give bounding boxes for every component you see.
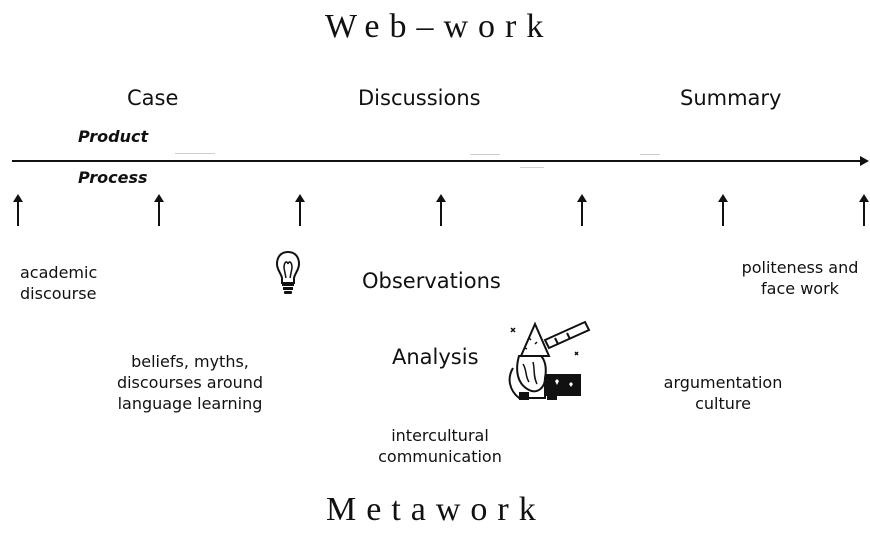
phase-discussions: Discussions — [358, 86, 481, 110]
label-product: Product — [78, 127, 149, 146]
up-arrow-icon — [293, 193, 307, 227]
topic-academic-discourse: academic discourse — [20, 262, 97, 304]
topic-line: intercultural — [391, 426, 489, 445]
topic-line: face work — [761, 279, 839, 298]
title-metawork: Metawork — [326, 491, 546, 528]
up-arrow-icon — [434, 193, 448, 227]
up-arrow-icon — [152, 193, 166, 227]
label-process: Process — [78, 168, 148, 187]
topic-line: culture — [695, 394, 751, 413]
phase-case: Case — [127, 86, 179, 110]
topic-intercultural: intercultural communication — [360, 425, 520, 467]
topic-analysis: Analysis — [392, 345, 479, 369]
topic-line: language learning — [117, 394, 263, 413]
topic-line: politeness and — [741, 258, 859, 277]
topic-beliefs: beliefs, myths, discourses around langua… — [100, 351, 280, 414]
wizard-telescope-icon — [505, 318, 591, 406]
lightbulb-icon — [275, 250, 301, 300]
topic-argumentation: argumentation culture — [658, 372, 788, 414]
timeline-axis — [12, 160, 866, 162]
title-web-work: Web–work — [325, 8, 554, 45]
topic-line: discourse — [20, 284, 97, 303]
topic-line: communication — [378, 447, 502, 466]
topic-line: argumentation — [663, 373, 783, 392]
up-arrow-icon — [575, 193, 589, 227]
up-arrow-icon — [716, 193, 730, 227]
topic-line: beliefs, myths, — [131, 352, 249, 371]
up-arrow-icon — [857, 193, 870, 227]
topic-line: discourses around — [116, 373, 264, 392]
topic-observations: Observations — [362, 269, 501, 293]
topic-line: academic — [20, 263, 98, 282]
phase-summary: Summary — [680, 86, 782, 110]
timeline-arrowhead — [860, 156, 869, 166]
up-arrow-icon — [11, 193, 25, 227]
topic-politeness: politeness and face work — [730, 257, 870, 299]
